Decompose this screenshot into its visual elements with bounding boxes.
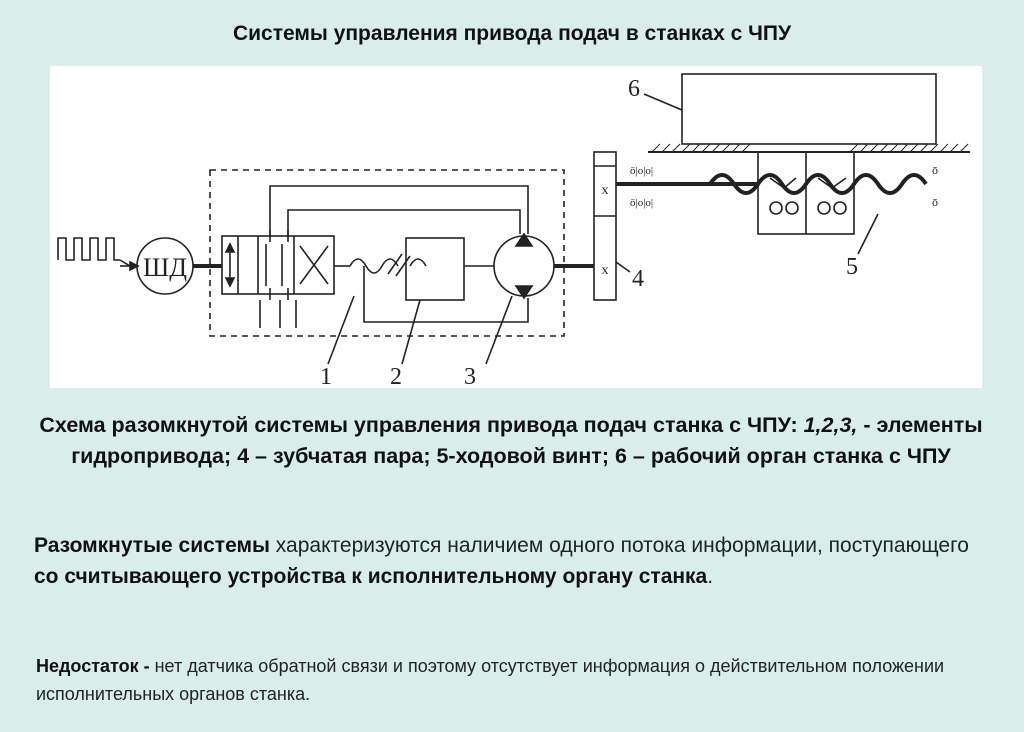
- drawback-text: нет датчика обратной связи и поэтому отс…: [36, 656, 945, 704]
- label-5: 5: [846, 254, 858, 280]
- paragraph1-text2: .: [707, 565, 714, 588]
- valve-element-1: [221, 235, 335, 295]
- svg-text:x: x: [602, 183, 609, 198]
- schematic-svg: ШД: [57, 73, 970, 388]
- page-title: Системы управления привода подач в станк…: [232, 22, 792, 45]
- label-4: 4: [632, 266, 644, 292]
- label-1: 1: [320, 364, 332, 388]
- label-3: 3: [464, 364, 476, 388]
- svg-text:ō: ō: [932, 195, 938, 209]
- diagram-caption: Схема разомкнутой системы управления при…: [36, 410, 986, 472]
- caption-prefix: Схема разомкнутой системы управления при…: [39, 413, 804, 437]
- svg-text:ō|o|o|: ō|o|o|: [630, 197, 653, 209]
- open-systems-paragraph: Разомкнутые системы характеризуются нали…: [34, 530, 994, 592]
- lead-screw-element-5: [708, 173, 928, 195]
- paragraph1-text1: характеризуются наличием одного потока и…: [269, 534, 969, 557]
- paragraph1-emphasis: со считывающего устройства к исполнитель…: [34, 565, 708, 588]
- label-2: 2: [390, 364, 402, 388]
- pulse-signal: [57, 237, 120, 261]
- motor-label: ШД: [143, 253, 187, 282]
- hydraulic-boundary: [209, 169, 565, 337]
- drawback-term: Недостаток -: [36, 656, 150, 676]
- svg-text:x: x: [602, 263, 609, 278]
- svg-text:ō: ō: [932, 163, 938, 177]
- drive-schematic: ШД: [50, 66, 982, 388]
- work-table-element-6: [681, 73, 937, 145]
- drawback-paragraph: Недостаток - нет датчика обратной связи …: [36, 652, 996, 708]
- caption-elements: 1,2,3,: [803, 413, 858, 437]
- caption-suffix: - элементы гидропривода; 4 – зубчатая па…: [71, 413, 983, 468]
- throttle-element-2: [405, 237, 465, 301]
- label-6: 6: [628, 76, 640, 102]
- open-systems-term: Разомкнутые системы: [34, 534, 270, 557]
- svg-text:ō|o|o|: ō|o|o|: [630, 165, 653, 177]
- gear-pair-element-4: [593, 151, 617, 301]
